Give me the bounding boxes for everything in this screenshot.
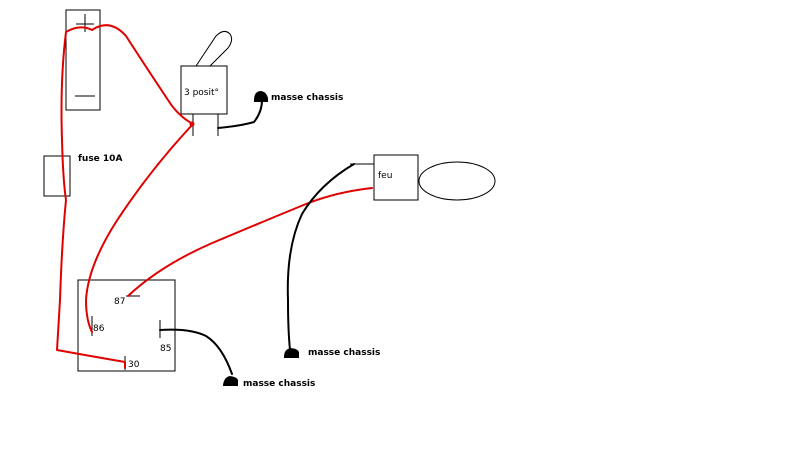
relay-ground-blob bbox=[223, 376, 238, 386]
switch-ground-label: masse chassis bbox=[271, 93, 343, 103]
fuse-label: fuse 10A bbox=[78, 154, 122, 164]
relay-pin-85: 85 bbox=[160, 344, 171, 354]
positive-wires bbox=[56, 24, 373, 369]
switch-label: 3 posit° bbox=[184, 88, 219, 98]
switch-body bbox=[180, 65, 228, 115]
switch-lever bbox=[195, 30, 233, 67]
ground-wires bbox=[159, 99, 355, 375]
fuse: fuse 10A bbox=[43, 154, 122, 197]
wire-relay87-lamp bbox=[127, 187, 373, 297]
wire-lamp-ground bbox=[286, 163, 355, 351]
lamp-lens bbox=[418, 161, 496, 201]
wire-switch-ground bbox=[217, 99, 263, 129]
fuse-body bbox=[43, 155, 71, 197]
lamp-housing bbox=[373, 154, 419, 201]
lamp: feu bbox=[350, 154, 496, 201]
ground-points: masse chassis masse chassis masse chassi… bbox=[223, 91, 380, 389]
wire-junction bbox=[189, 121, 195, 127]
relay-pin-86: 86 bbox=[93, 324, 105, 334]
relay-pin-87: 87 bbox=[114, 297, 125, 307]
wire-relay85-ground bbox=[159, 328, 233, 375]
switch-ground-blob bbox=[254, 91, 268, 102]
lamp-ground-label: masse chassis bbox=[308, 348, 380, 358]
lamp-label: feu bbox=[378, 171, 392, 181]
wire-battery-switch bbox=[91, 24, 194, 125]
relay-ground-label: masse chassis bbox=[243, 379, 315, 389]
wire-battery-fuse-relay30 bbox=[56, 26, 126, 369]
wire-switch-relay86 bbox=[85, 123, 194, 333]
battery bbox=[65, 9, 101, 111]
lamp-ground-blob bbox=[284, 348, 299, 358]
relay-pin-30: 30 bbox=[128, 360, 140, 370]
three-position-switch: 3 posit° bbox=[180, 30, 233, 136]
battery-body bbox=[65, 9, 101, 111]
